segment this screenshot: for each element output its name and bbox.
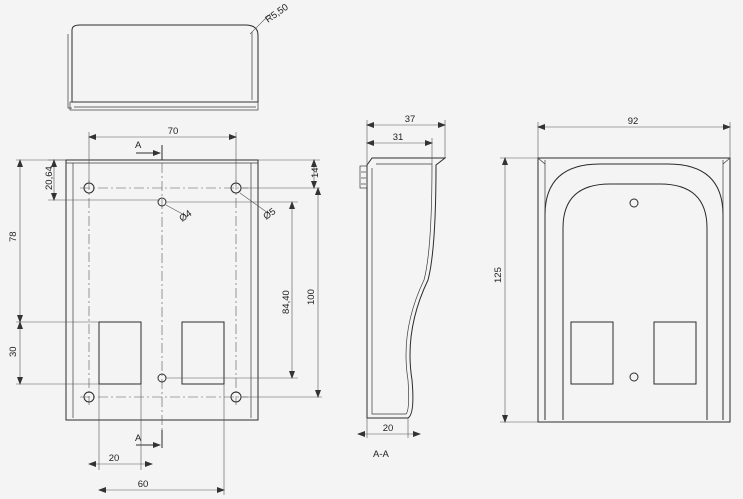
section-caption: A-A [373, 449, 390, 460]
section-marker-top: A [135, 140, 142, 151]
top-view-base [69, 101, 259, 111]
back-hole [629, 372, 639, 382]
dim-height-30: 30 [8, 346, 19, 357]
dim-hole-spacing-84-40: 84,40 [281, 290, 292, 314]
section-view: 37 31 20 A-A [357, 114, 447, 460]
back-cutout-left [570, 321, 614, 385]
cutout-left [98, 321, 142, 385]
radius-label: R5,50 [263, 2, 290, 26]
dim-bottom-20: 20 [383, 423, 394, 434]
chamfer [722, 157, 731, 165]
cutout-right [181, 321, 225, 385]
section-outline [366, 157, 447, 419]
dim-width-60: 60 [138, 479, 149, 490]
dim-top-14: 14 [310, 167, 321, 178]
dim-height-125: 125 [493, 267, 504, 283]
hole-small-leader [165, 204, 189, 218]
mounting-hole [83, 182, 95, 194]
top-view-left-edge [67, 34, 72, 109]
dim-width-70: 70 [168, 126, 179, 137]
dim-width-92: 92 [628, 116, 639, 127]
dim-depth-31: 31 [393, 132, 404, 143]
dim-height-100: 100 [306, 289, 317, 305]
hole-large-leader [239, 192, 269, 214]
back-view: 92 125 [493, 116, 731, 423]
dim-width-20: 20 [109, 453, 120, 464]
chamfer [537, 157, 546, 165]
dim-gap-20-64: 20,64 [44, 166, 55, 190]
back-arch-inner [562, 183, 708, 420]
section-flange [359, 165, 368, 189]
top-view-outline [71, 24, 259, 103]
back-hole [629, 198, 639, 208]
front-view: A A Ø4 Ø5 70 20,64 78 30 14 [8, 126, 322, 495]
hole-large-label: Ø5 [261, 206, 278, 222]
section-inner-line [371, 163, 433, 415]
hole-small-label: Ø4 [177, 208, 194, 224]
back-view-outline [537, 157, 731, 423]
mounting-hole [83, 391, 95, 403]
back-arch-outer [544, 163, 724, 420]
radius-leader [249, 13, 271, 35]
dim-height-78: 78 [8, 231, 19, 242]
back-cutout-right [653, 321, 697, 385]
section-marker-bottom: A [135, 433, 142, 444]
dim-depth-37: 37 [405, 114, 416, 125]
top-view: R5,50 [67, 2, 290, 111]
